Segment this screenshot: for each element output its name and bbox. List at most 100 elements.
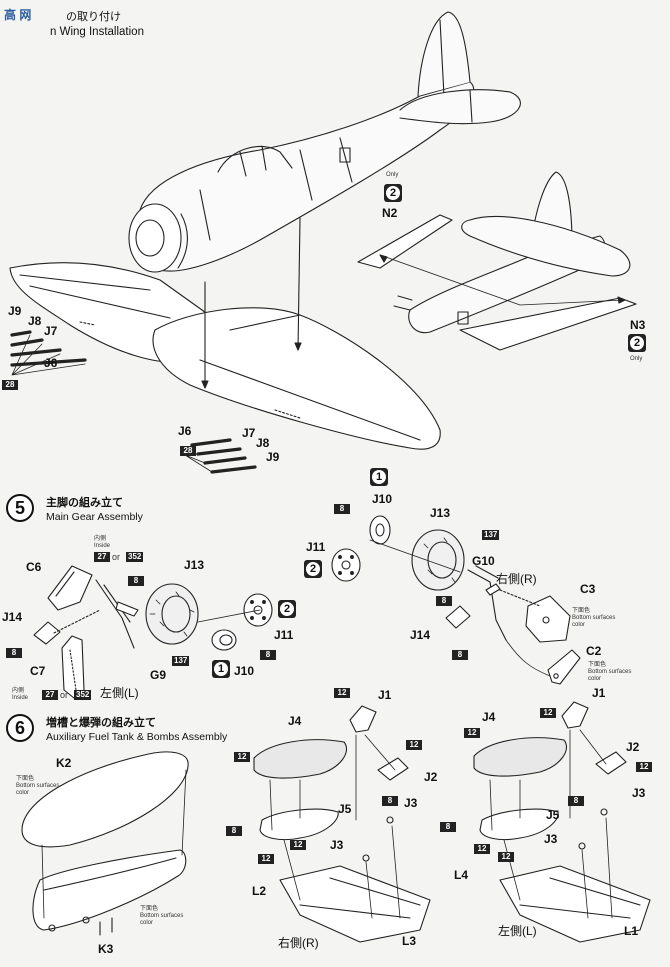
part-label-c6: C6 (26, 560, 42, 574)
left-side-label-gear: 左側(L) (100, 686, 139, 700)
part-label-l1: L1 (624, 924, 639, 938)
color-chip-28-bottom: 28 (180, 446, 196, 456)
part-label-j7-bottom: J7 (242, 426, 256, 440)
only-note-n3: Only (630, 356, 643, 362)
part-label-j5-left: J5 (546, 808, 560, 822)
step6-en-title: Auxiliary Fuel Tank & Bombs Assembly (46, 731, 228, 743)
part-label-j6-top: J6 (44, 356, 58, 370)
part-label-l4: L4 (454, 868, 469, 882)
part-label-g10: G10 (472, 554, 495, 568)
part-label-j7-top: J7 (44, 324, 58, 338)
color-chip-12-j5-b-right: 12 (258, 854, 274, 864)
color-chip-12-j2-left: 12 (636, 762, 652, 772)
fuel-tank-drawing (21, 751, 189, 936)
only-note-n2: Only (386, 172, 399, 178)
part-label-j1-left: J1 (592, 686, 606, 700)
color-chip-8-strut-left: 8 (128, 576, 144, 586)
version-badge-n3: 2 (628, 334, 646, 352)
color-chip-27-bottom: 27 (42, 690, 58, 700)
part-label-j13-left: J13 (184, 558, 205, 572)
color-chip-8-j14-right: 8 (452, 650, 468, 660)
step5-en-title: Main Gear Assembly (46, 511, 143, 523)
step6-jp-title: 増槽と爆弾の組み立て (46, 717, 156, 729)
left-side-label-bombs: 左側(L) (498, 924, 537, 938)
part-label-l2: L2 (252, 884, 267, 898)
step4-jp-title: の取り付け (66, 11, 121, 23)
color-chip-12-j2-right: 12 (406, 740, 422, 750)
step5-jp-title: 主脚の組み立て (46, 497, 123, 509)
version-badge-n2: 2 (384, 184, 402, 202)
part-label-j1-right: J1 (378, 688, 392, 702)
part-label-j3-left: J3 (544, 832, 558, 846)
step-number-5: 5 (6, 494, 34, 522)
part-label-j5-right: J5 (338, 802, 352, 816)
color-chip-8-tire-right: 8 (436, 596, 452, 606)
bomb-left-drawing (473, 701, 651, 943)
part-label-n3: N3 (630, 318, 646, 332)
color-chip-8-j5-right: 8 (226, 826, 242, 836)
main-gear-drawing (33, 515, 581, 699)
color-chip-12-j5-a-right: 12 (290, 840, 306, 850)
part-label-j3-right: J3 (330, 838, 344, 852)
part-label-j11-right: J11 (306, 540, 326, 554)
color-chip-352-top: 352 (126, 552, 144, 562)
watermark-logo: 高 网 (4, 8, 32, 22)
part-label-j9-bottom: J9 (266, 450, 280, 464)
part-label-n2: N2 (382, 206, 398, 220)
part-label-j8-bottom: J8 (256, 436, 270, 450)
color-chip-8-j5-left: 8 (440, 822, 456, 832)
or-text-bottom: or (60, 690, 69, 700)
color-chip-12-j5-a-left: 12 (474, 844, 490, 854)
right-side-label-bombs: 右側(R) (278, 936, 319, 950)
part-label-k2: K2 (56, 756, 72, 770)
bomb-right-drawing (253, 705, 431, 943)
part-label-j4-left: J4 (482, 710, 496, 724)
part-label-l3: L3 (402, 934, 417, 948)
part-label-c2: C2 (586, 644, 602, 658)
or-text-top: or (112, 552, 121, 562)
part-label-g9: G9 (150, 668, 167, 682)
step5-title: 主脚の組み立て Main Gear Assembly (46, 494, 143, 523)
color-chip-12-j1-right: 12 (334, 688, 350, 698)
color-chip-8-j3-left: 8 (568, 796, 584, 806)
part-label-c3: C3 (580, 582, 596, 596)
color-chip-8-j3-right: 8 (382, 796, 398, 806)
part-label-j3-left-top: J3 (632, 786, 646, 800)
version-badge-1-left: 1 (212, 660, 230, 678)
part-label-j3-right-top: J3 (404, 796, 418, 810)
aircraft-main-drawing (9, 11, 521, 474)
color-chip-137-right: 137 (482, 530, 500, 540)
part-label-j14-left: J14 (2, 610, 23, 624)
color-chip-8-j14-left: 8 (6, 648, 22, 658)
color-chip-8-j11-right: 8 (334, 504, 350, 514)
part-label-j10-right: J10 (372, 492, 393, 506)
color-chip-28-top: 28 (2, 380, 18, 390)
color-chip-12-j4-right: 12 (234, 752, 250, 762)
part-label-j8-top: J8 (28, 314, 42, 328)
part-label-j11-left: J11 (274, 628, 294, 642)
version-badge-2-left: 2 (278, 600, 296, 618)
part-label-j6-bottom: J6 (178, 424, 192, 438)
step6-title: 増槽と爆弾の組み立て Auxiliary Fuel Tank & Bombs A… (46, 714, 227, 743)
step-number-6: 6 (6, 714, 34, 742)
color-chip-352-bottom: 352 (74, 690, 92, 700)
color-chip-8-j11-left: 8 (260, 650, 276, 660)
color-chip-12-j5-b-left: 12 (498, 852, 514, 862)
aircraft-secondary-drawing (357, 171, 637, 351)
right-side-label-gear: 右側(R) (496, 572, 537, 586)
color-chip-12-j1-left: 12 (540, 708, 556, 718)
part-label-c7: C7 (30, 664, 46, 678)
step4-en-title: n Wing Installation (50, 26, 144, 38)
part-label-j2-left: J2 (626, 740, 640, 754)
part-label-j13-right: J13 (430, 506, 451, 520)
part-label-j10-left: J10 (234, 664, 255, 678)
version-badge-2-right: 2 (304, 560, 322, 578)
color-chip-12-j4-left: 12 (464, 728, 480, 738)
